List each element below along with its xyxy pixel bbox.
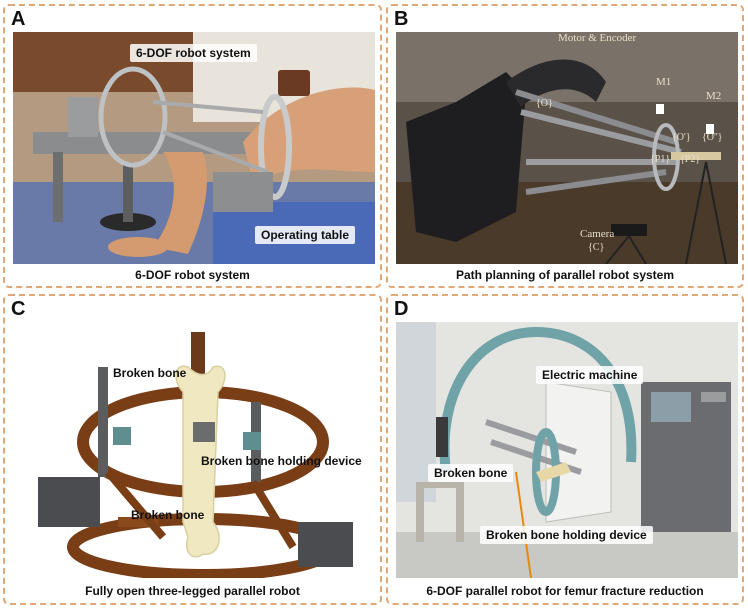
label-camera: Camera	[580, 228, 615, 240]
label-frame-c: {C}	[588, 242, 605, 253]
label-motor-encoder: Motor & Encoder	[558, 32, 637, 44]
label-frame-p2: {P2}	[680, 154, 701, 165]
panel-caption: Fully open three-legged parallel robot	[85, 584, 300, 598]
label-m1: M1	[656, 76, 672, 88]
label-m2: M2	[706, 90, 722, 102]
panel-b: B Motor & Encoder M1 M2 {O} {O'} {O''} {…	[386, 4, 744, 288]
panel-a: A 6-DOF robot system Operating table 6-D…	[3, 4, 382, 288]
label-frame-o: {O}	[536, 98, 553, 109]
panel-caption: Path planning of parallel robot system	[455, 268, 675, 282]
label-robot-system: 6-DOF robot system	[130, 44, 257, 62]
label-holding-device: Broken bone holding device	[201, 454, 362, 468]
panel-letter: B	[394, 8, 409, 30]
label-broken-bone-bottom: Broken bone	[131, 508, 205, 522]
path-planning-photo	[396, 32, 738, 264]
label-electric-machine: Electric machine	[536, 366, 644, 384]
panel-letter: A	[11, 8, 26, 30]
panel-c: C Broken bone Broken bone holding device…	[3, 294, 382, 605]
label-broken-bone: Broken bone	[428, 464, 514, 482]
label-frame-p1: {P1}	[650, 154, 671, 165]
panel-d: D Electric machine Broken bone Broken bo…	[386, 294, 744, 605]
label-frame-o-double-prime: {O''}	[702, 132, 723, 143]
three-legged-robot-render	[13, 322, 375, 578]
label-frame-o-prime: {O'}	[672, 132, 691, 143]
panel-letter: C	[11, 298, 26, 320]
label-holding-device: Broken bone holding device	[480, 526, 653, 544]
panel-caption: 6-DOF robot system	[135, 268, 250, 282]
label-operating-table: Operating table	[255, 226, 356, 244]
label-broken-bone-top: Broken bone	[113, 366, 187, 380]
panel-caption: 6-DOF parallel robot for femur fracture …	[426, 584, 704, 598]
panel-letter: D	[394, 298, 409, 320]
femur-reduction-robot-photo	[396, 322, 738, 578]
